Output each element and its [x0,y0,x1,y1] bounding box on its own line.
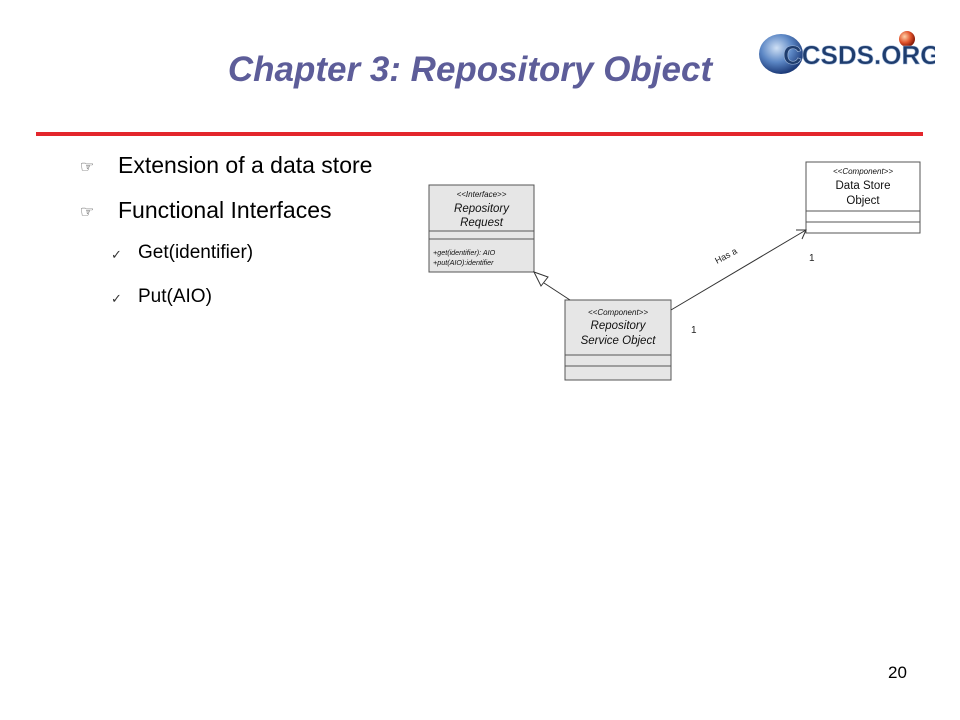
bullet-text: Extension of a data store [118,152,373,178]
sub-bullet-item: ✓ Put(AIO) [58,286,400,308]
uml-diagram: <<Interface>> Repository Request +get(id… [428,161,921,381]
data-store-box: <<Component>> Data Store Object [805,161,921,234]
store-stereotype: <<Component>> [833,167,893,176]
realization-arrow [532,271,571,301]
service-name-line1: Repository [591,320,647,332]
bullet-item: ☞ Extension of a data store [80,152,400,179]
interface-operation: +put(AIO):identifier [433,258,494,267]
bullet-text: Functional Interfaces [118,197,332,223]
store-name-line1: Data Store [836,180,891,192]
title-divider [36,132,923,136]
sub-bullet-text: Get(identifier) [138,242,254,263]
slide-title: Chapter 3: Repository Object [227,50,713,89]
page-number: 20 [888,663,907,682]
service-box: <<Component>> Repository Service Object [564,299,672,381]
ccsds-logo: CCSDS.ORG [755,26,941,82]
association-arrow: Has a 1 1 [670,229,815,336]
pointing-hand-icon: ☞ [80,159,95,176]
interface-name-line1: Repository [454,203,510,215]
service-name-line2: Service Object [581,335,657,347]
bullet-list: ☞ Extension of a data store ☞ Functional… [80,152,400,330]
store-name-line2: Object [846,195,880,207]
bullet-item: ☞ Functional Interfaces [80,197,400,224]
service-stereotype: <<Component>> [588,308,648,317]
logo-text: CCSDS.ORG [783,40,935,70]
pointing-hand-icon: ☞ [80,204,95,221]
multiplicity-source: 1 [691,325,697,336]
check-mark-icon: ✓ [111,291,122,306]
interface-operation: +get(identifier): AIO [433,248,496,257]
multiplicity-target: 1 [809,253,815,264]
interface-box: <<Interface>> Repository Request +get(id… [428,184,535,273]
interface-name-line2: Request [460,217,504,229]
sub-bullet-text: Put(AIO) [138,286,212,307]
association-label: Has a [713,246,738,266]
interface-stereotype: <<Interface>> [457,190,507,199]
sub-bullet-item: ✓ Get(identifier) [58,242,400,264]
check-mark-icon: ✓ [111,247,122,262]
